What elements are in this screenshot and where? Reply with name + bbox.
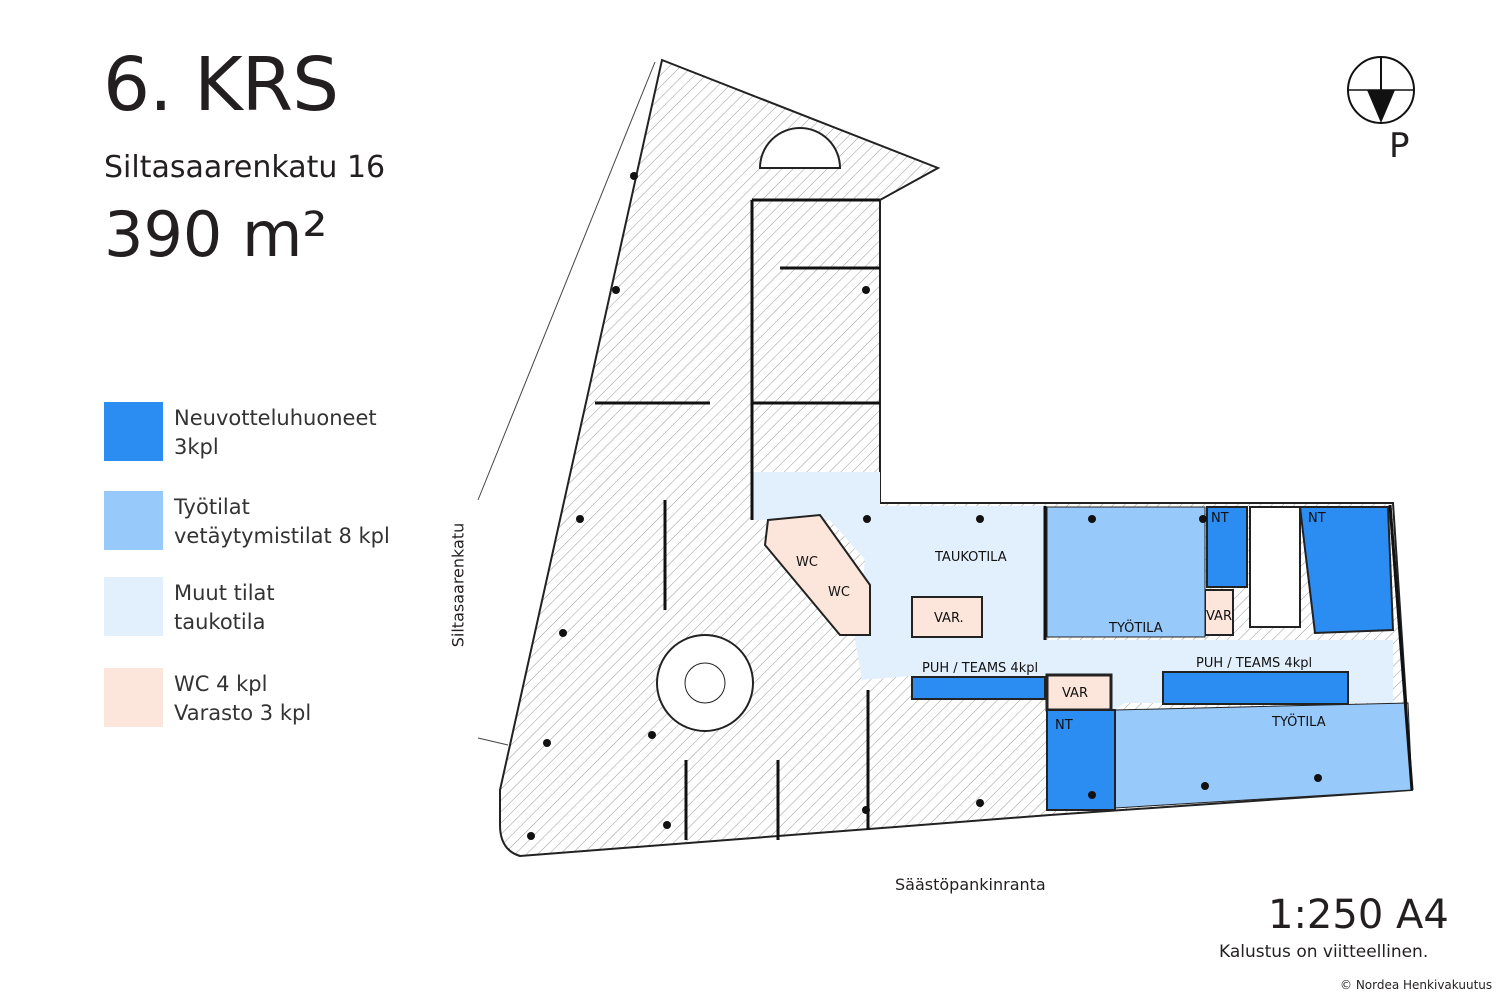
phone-booths [1162, 671, 1349, 705]
legend-swatch [104, 668, 163, 727]
legend-sublabel: vetäytymistilat 8 kpl [174, 524, 390, 548]
address: Siltasaarenkatu 16 [104, 150, 386, 185]
legend-swatch [104, 577, 163, 636]
room-label-var: VAR. [934, 611, 964, 626]
furniture-note: Kalustus on viitteellinen. [1219, 942, 1429, 962]
street-line [477, 61, 656, 501]
legend-item-other-spaces: Muut tilat taukotila [104, 577, 424, 637]
columns [527, 172, 1322, 840]
room-label-nt: NT [1308, 511, 1326, 526]
floor-title: 6. KRS [103, 42, 339, 128]
room-label-tyotila: TYÖTILA [1271, 713, 1326, 730]
meeting-room [1298, 506, 1395, 635]
street-line [477, 737, 509, 746]
legend-sublabel: Varasto 3 kpl [174, 701, 312, 725]
legend-item-meeting-rooms: Neuvotteluhuoneet 3kpl [104, 402, 424, 462]
room-label-nt: NT [1211, 511, 1229, 526]
legend-swatch [104, 491, 163, 550]
storage-room [1204, 589, 1234, 636]
north-arrow-icon [1347, 56, 1415, 124]
room-label-wc: WC [828, 585, 850, 600]
room-label-taukotila: TAUKOTILA [934, 550, 1007, 565]
legend-sublabel: taukotila [174, 610, 266, 634]
scale-label: 1:250 A4 [1268, 892, 1449, 938]
copyright: © Nordea Henkivakuutus [1340, 978, 1493, 992]
workspace-room [1114, 702, 1413, 809]
room-label-tyotila: TYÖTILA [1108, 619, 1163, 636]
wc-room [763, 513, 871, 636]
common-area [752, 472, 1393, 710]
street-label-bottom: Säästöpankinranta [895, 875, 1046, 894]
room-label-var: VAR [1062, 686, 1088, 701]
staircase [1249, 506, 1301, 628]
area: 390 m² [104, 198, 328, 271]
legend-label: Työtilat [174, 495, 250, 519]
room-label-wc: WC [796, 555, 818, 570]
meeting-room [1046, 709, 1116, 811]
street-label-left: Siltasaarenkatu [448, 522, 468, 648]
phone-booths [911, 676, 1046, 700]
compass-label: P [1389, 126, 1410, 166]
workspace-room [1046, 506, 1206, 638]
legend-label: Muut tilat [174, 581, 275, 605]
legend-swatch [104, 402, 163, 461]
room-label-var: VAR [1206, 609, 1232, 624]
legend-sublabel: 3kpl [174, 435, 219, 459]
spiral-staircase [758, 127, 842, 169]
room-label-nt: NT [1055, 718, 1073, 733]
room-label-puh-teams: PUH / TEAMS 4kpl [1196, 656, 1312, 671]
meeting-room [1206, 506, 1248, 588]
storage-room [911, 596, 983, 638]
legend-item-workspaces: Työtilat vetäytymistilat 8 kpl [104, 491, 424, 551]
legend-label: Neuvotteluhuoneet [174, 406, 377, 430]
legend-label: WC 4 kpl [174, 672, 268, 696]
room-label-puh-teams: PUH / TEAMS 4kpl [922, 661, 1038, 676]
